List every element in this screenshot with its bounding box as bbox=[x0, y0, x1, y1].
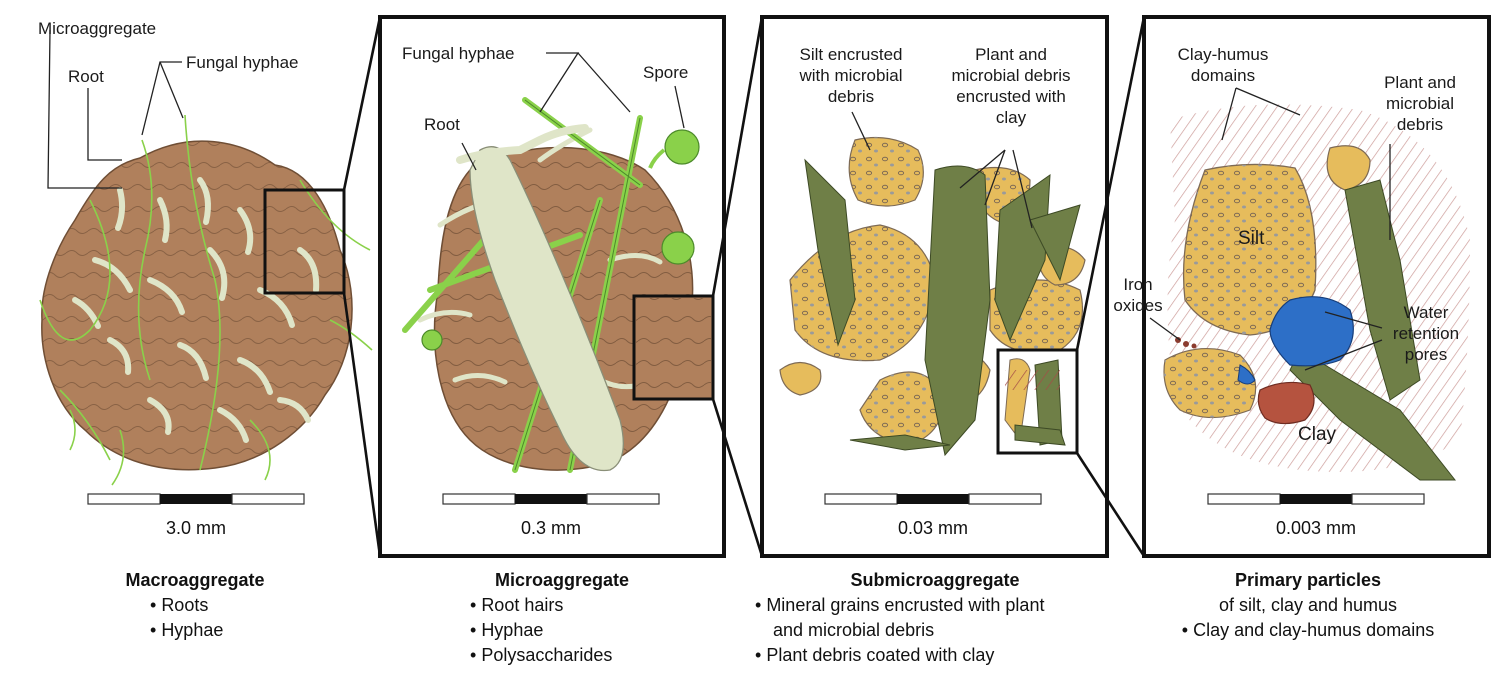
scale-label-1: 3.0 mm bbox=[165, 518, 226, 538]
label-line: Iron bbox=[1123, 275, 1153, 294]
caption-submicroaggregate: Submicroaggregate Mineral grains encrust… bbox=[755, 568, 1115, 668]
scale-bar-3 bbox=[824, 493, 1042, 505]
label-fungal-hyphae: Fungal hyphae bbox=[186, 53, 299, 72]
scale-label-4: 0.003 mm bbox=[1275, 518, 1357, 538]
label-line: debris bbox=[1396, 115, 1444, 134]
caption-bullet: Mineral grains encrusted with plant bbox=[755, 593, 1115, 618]
scale-bars bbox=[87, 493, 1425, 505]
label-spore: Spore bbox=[643, 63, 689, 82]
label-silt-encrusted: Silt encrusted with microbial debris bbox=[776, 44, 926, 107]
label-plant-microbial-debris: Plant and microbial debris encrusted wit… bbox=[928, 44, 1094, 128]
label-line: Silt encrusted bbox=[799, 45, 903, 64]
caption-title: Macroaggregate bbox=[125, 570, 265, 590]
label-root: Root bbox=[68, 67, 104, 86]
root bbox=[469, 146, 624, 472]
caption-bullet: Hyphae bbox=[100, 618, 290, 643]
label-plant-microbial-debris: Plant and microbial debris bbox=[1368, 72, 1472, 135]
caption-bullet: Root hairs bbox=[462, 593, 662, 618]
caption-title: Primary particles bbox=[1234, 570, 1382, 590]
caption-title: Submicroaggregate bbox=[850, 570, 1020, 590]
label-line: clay bbox=[995, 108, 1027, 127]
label-line: Clay-humus bbox=[1177, 45, 1269, 64]
label-line: retention bbox=[1392, 324, 1460, 343]
caption-bullet: Polysaccharides bbox=[462, 643, 662, 668]
submicroaggregate-illustration bbox=[779, 136, 1086, 457]
caption-bullet: Plant debris coated with clay bbox=[755, 643, 1115, 668]
label-clay: Clay bbox=[1298, 424, 1337, 445]
caption-bullet-continuation: and microbial debris bbox=[773, 620, 935, 640]
scale-bar-2 bbox=[442, 493, 660, 505]
submicroaggregate-frame bbox=[760, 15, 1109, 558]
label-water-retention-pores: Water retention pores bbox=[1376, 302, 1476, 365]
label-line: microbial bbox=[1385, 94, 1455, 113]
caption-macroaggregate: Macroaggregate Roots Hyphae bbox=[100, 568, 290, 643]
caption-line: of silt, clay and humus bbox=[1218, 595, 1398, 615]
scale-label-2: 0.3 mm bbox=[520, 518, 581, 538]
label-fungal-hyphae: Fungal hyphae bbox=[402, 44, 515, 63]
panel1-leader-lines bbox=[47, 29, 184, 189]
caption-bullet: Roots bbox=[100, 593, 290, 618]
zoom-connector-2 bbox=[711, 16, 764, 557]
zoom-connector-1 bbox=[342, 16, 382, 557]
panel4-leader-lines bbox=[1149, 87, 1391, 371]
caption-bullet: Hyphae bbox=[462, 618, 662, 643]
label-line: pores bbox=[1404, 345, 1448, 364]
panel3-leader-lines bbox=[851, 111, 1033, 229]
label-iron-oxides: Iron oxides bbox=[1106, 274, 1170, 316]
label-line: debris bbox=[827, 87, 875, 106]
label-line: with microbial bbox=[799, 66, 903, 85]
scale-bar-4 bbox=[1207, 493, 1425, 505]
label-line: encrusted with bbox=[956, 87, 1066, 106]
primary-particles-frame bbox=[1142, 15, 1491, 558]
microaggregate-illustration bbox=[402, 97, 715, 473]
microaggregate-frame bbox=[378, 15, 726, 558]
caption-bullet: Clay and clay-humus domains bbox=[1158, 618, 1458, 643]
label-line: Water bbox=[1403, 303, 1449, 322]
macroaggregate-inset-box bbox=[263, 188, 346, 295]
label-clay-humus-domains: Clay-humus domains bbox=[1168, 44, 1278, 86]
label-line: Plant and bbox=[1384, 73, 1456, 92]
label-root: Root bbox=[424, 115, 460, 134]
label-line: oxides bbox=[1113, 296, 1163, 315]
caption-microaggregate: Microaggregate Root hairs Hyphae Polysac… bbox=[462, 568, 662, 668]
caption-title: Microaggregate bbox=[494, 570, 630, 590]
caption-primary-particles: Primary particles of silt, clay and humu… bbox=[1158, 568, 1458, 643]
label-silt: Silt bbox=[1238, 228, 1265, 249]
label-line: domains bbox=[1190, 66, 1256, 85]
scale-bar-1 bbox=[87, 493, 305, 505]
panel2-leader-lines bbox=[461, 52, 685, 171]
macroaggregate-illustration bbox=[39, 114, 373, 486]
label-line: microbial debris bbox=[951, 66, 1071, 85]
scale-label-3: 0.03 mm bbox=[897, 518, 969, 538]
zoom-connector-3 bbox=[1075, 16, 1146, 557]
label-line: Plant and bbox=[975, 45, 1047, 64]
spore bbox=[664, 129, 700, 165]
label-microaggregate: Microaggregate bbox=[38, 19, 157, 38]
